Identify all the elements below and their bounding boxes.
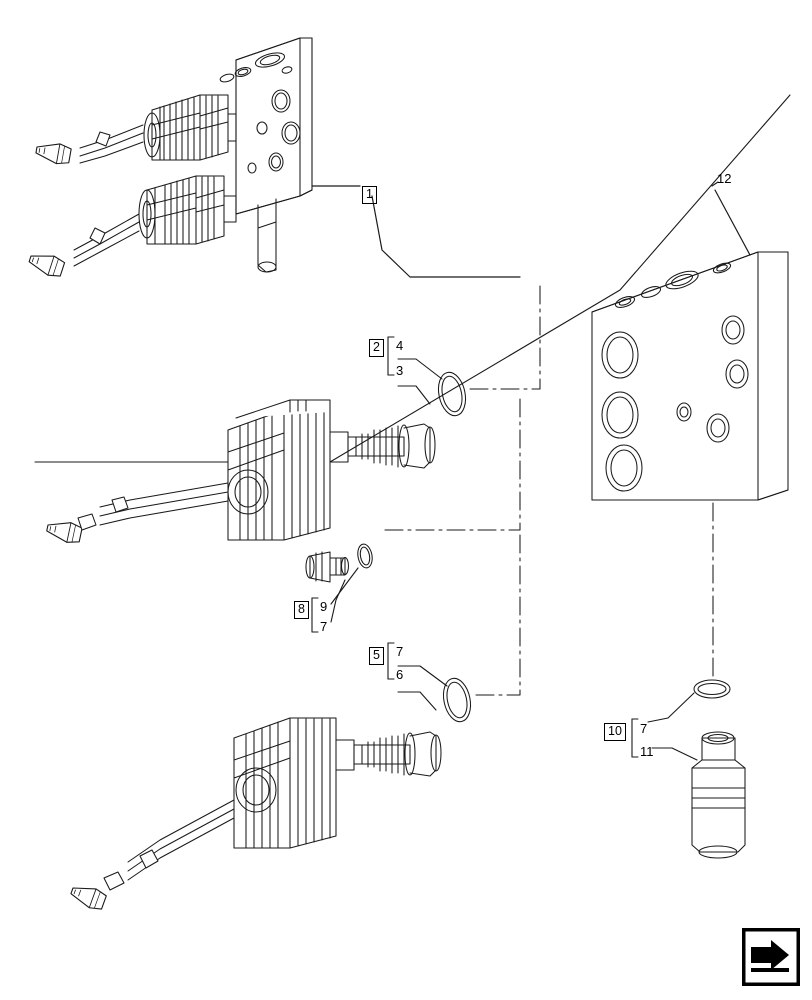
assembly-axis-dash-dot-lines bbox=[384, 282, 714, 696]
assembly-10-cartridge-plug bbox=[647, 679, 746, 859]
callout-6: 6 bbox=[396, 667, 404, 682]
next-page-arrow-logo bbox=[742, 928, 800, 986]
item-12-leader bbox=[711, 181, 719, 187]
callout-10: 10 bbox=[604, 723, 626, 741]
section-divider-lines bbox=[34, 94, 791, 463]
assembly-5-lower-solenoid-valve bbox=[68, 665, 472, 913]
assembly-2-middle-solenoid-valve bbox=[44, 358, 467, 546]
callout-7-plug: 7 bbox=[320, 619, 328, 634]
callout-4: 4 bbox=[396, 338, 404, 353]
callout-2: 2 bbox=[369, 339, 384, 357]
callout-5: 5 bbox=[369, 647, 384, 665]
assembly-12-right-valve-block bbox=[591, 189, 789, 501]
callout-12: 12 bbox=[717, 171, 732, 186]
callout-1: 1 bbox=[362, 186, 377, 204]
callout-11: 11 bbox=[640, 744, 654, 759]
callout-7-cartridge: 7 bbox=[640, 721, 648, 736]
callout-7-lower: 7 bbox=[396, 644, 404, 659]
assembly-8-plug-fitting bbox=[305, 543, 373, 623]
callout-brackets bbox=[311, 336, 639, 758]
callout-8: 8 bbox=[294, 601, 309, 619]
callout-3: 3 bbox=[396, 363, 404, 378]
callout-9: 9 bbox=[320, 599, 328, 614]
assembly-1-top-valve-block bbox=[26, 37, 521, 280]
